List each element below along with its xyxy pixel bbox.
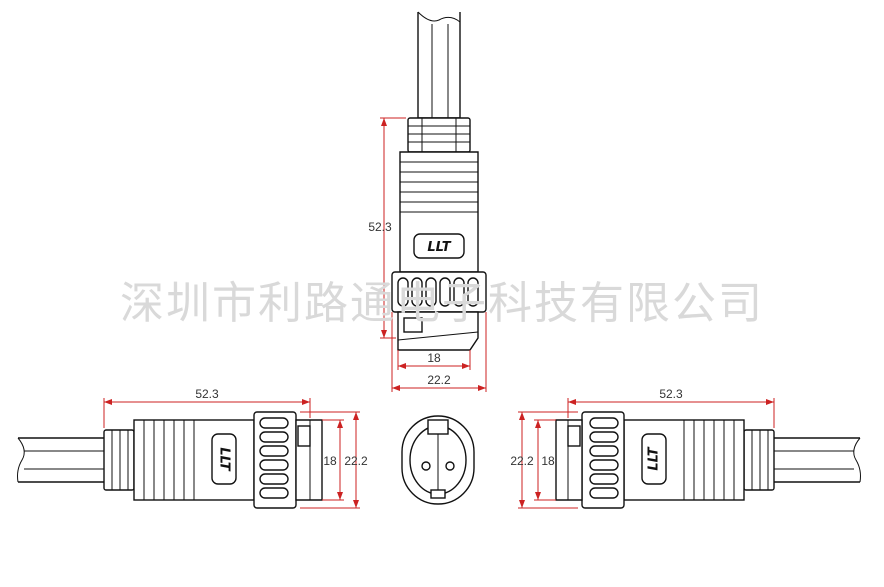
left-outer-label: 22.2 <box>344 454 368 468</box>
top-dimensions: 52.3 18 22.2 <box>368 117 487 392</box>
top-view-connector: LLT <box>391 11 487 351</box>
right-outer-label: 22.2 <box>510 454 534 468</box>
top-outer-width-label: 22.2 <box>427 373 451 387</box>
left-dimensions: 52.3 18 22.2 <box>103 387 368 509</box>
top-inner-width-label: 18 <box>427 351 441 365</box>
right-inner-label: 18 <box>541 454 555 468</box>
top-length-label: 52.3 <box>368 220 392 234</box>
right-length-label: 52.3 <box>659 387 683 401</box>
left-length-label: 52.3 <box>195 387 219 401</box>
right-logo-text: LLT <box>647 446 662 470</box>
left-logo-text: LLT <box>217 447 232 471</box>
right-view-connector: LLT <box>555 411 861 509</box>
left-inner-label: 18 <box>323 454 337 468</box>
top-logo-text: LLT <box>427 240 451 255</box>
front-view-pin-face <box>401 415 475 505</box>
company-watermark: 深圳市利路通电子科技有限公司 <box>120 278 764 329</box>
left-logo-badge <box>211 433 237 485</box>
right-dimensions: 52.3 18 22.2 <box>510 387 775 509</box>
right-logo-badge <box>641 433 667 485</box>
left-view-connector: LLT <box>17 411 323 509</box>
top-logo-badge <box>413 233 465 259</box>
